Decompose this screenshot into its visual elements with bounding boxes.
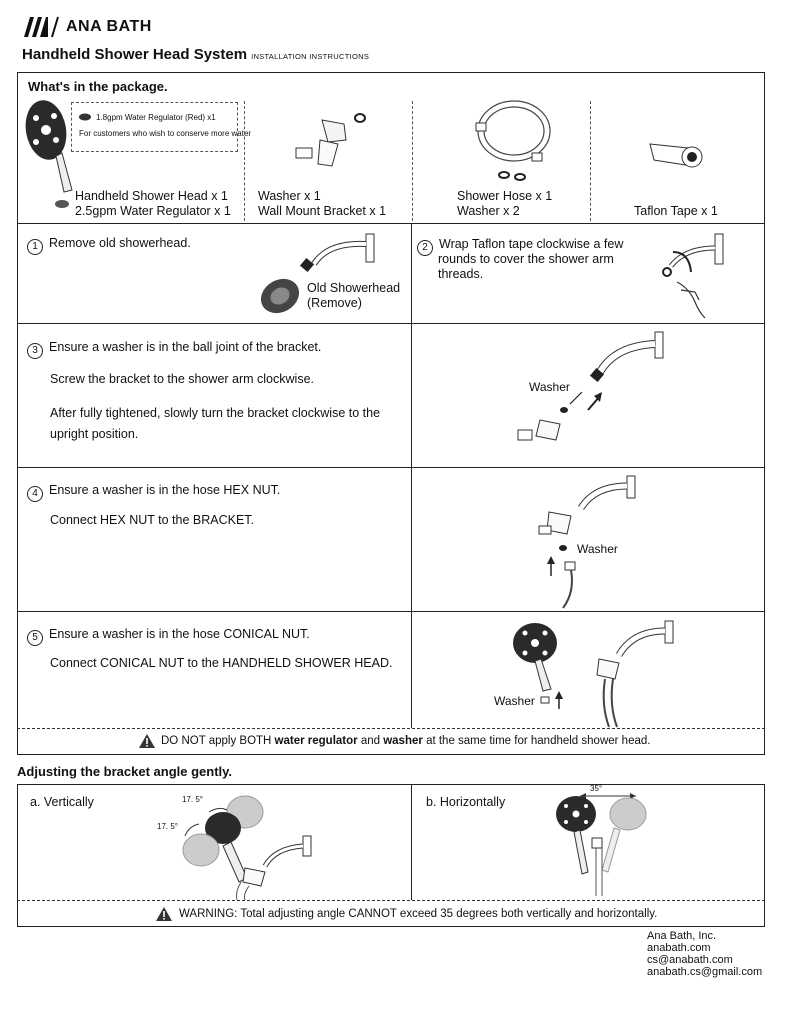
package-heading: What's in the package. bbox=[28, 79, 168, 94]
step-1-number: 1 bbox=[27, 239, 43, 255]
section-divider bbox=[17, 323, 765, 324]
package-item-4-line1: Taflon Tape x 1 bbox=[634, 204, 718, 219]
step-2-line-3: threads. bbox=[438, 267, 483, 282]
caution-mid: and bbox=[361, 735, 380, 747]
caution-bold-2: washer bbox=[383, 735, 423, 747]
showerhead-connect-icon bbox=[505, 615, 685, 727]
step-3-washer-label: Washer bbox=[529, 380, 570, 394]
step-3-line-3: After fully tightened, slowly turn the b… bbox=[50, 406, 380, 421]
step-3-text: 3 Ensure a washer is in the ball joint of… bbox=[27, 340, 321, 359]
package-item-2-line1: Washer x 1 bbox=[258, 189, 321, 204]
step-1-text: 1 Remove old showerhead. bbox=[27, 236, 191, 255]
package-divider bbox=[412, 101, 413, 221]
handheld-shower-head-icon bbox=[24, 98, 74, 218]
step-3-number: 3 bbox=[27, 343, 43, 359]
step-3-line-4: upright position. bbox=[50, 427, 138, 442]
taflon-tape-icon bbox=[648, 138, 708, 178]
package-item-1-line1: Handheld Shower Head x 1 bbox=[75, 189, 228, 204]
vertical-adjust-icon bbox=[175, 792, 325, 900]
section-divider bbox=[17, 223, 765, 224]
section-divider bbox=[17, 611, 765, 612]
title-subtitle: INSTALLATION INSTRUCTIONS bbox=[251, 52, 369, 61]
adjust-warning-text: WARNING: Total adjusting angle CANNOT ex… bbox=[179, 908, 657, 920]
package-item-3-line2: Washer x 2 bbox=[457, 204, 520, 219]
step-2-line-1: Wrap Taflon tape clockwise a few bbox=[439, 237, 623, 251]
email-link-1[interactable]: cs@anabath.com bbox=[647, 954, 762, 966]
step-4-line-2: Connect HEX NUT to the BRACKET. bbox=[50, 513, 254, 528]
column-divider bbox=[411, 223, 412, 728]
step-4-line-1: Ensure a washer is in the hose HEX NUT. bbox=[49, 483, 280, 497]
warning-icon bbox=[155, 906, 173, 922]
bracket-install-icon bbox=[510, 330, 670, 460]
step-1-instruction: Remove old showerhead. bbox=[49, 236, 191, 250]
website-link[interactable]: anabath.com bbox=[647, 942, 762, 954]
package-item-2-line2: Wall Mount Bracket x 1 bbox=[258, 204, 386, 219]
email-link-2[interactable]: anabath.cs@gmail.com bbox=[647, 966, 762, 978]
company-name: Ana Bath, Inc. bbox=[647, 930, 762, 942]
step-1-label-1: Old Showerhead bbox=[307, 281, 400, 296]
warning-icon bbox=[138, 733, 156, 749]
tape-wrapping-icon bbox=[655, 232, 730, 322]
step-3-line-2: Screw the bracket to the shower arm cloc… bbox=[50, 372, 314, 387]
caution-note: DO NOT apply BOTH water regulator and wa… bbox=[138, 733, 650, 749]
caution-bold-1: water regulator bbox=[275, 735, 358, 747]
step-5-washer-label: Washer bbox=[494, 694, 535, 708]
step-1-label-2: (Remove) bbox=[307, 296, 362, 311]
caution-post: at the same time for handheld shower hea… bbox=[426, 735, 650, 747]
step-4-text: 4 Ensure a washer is in the hose HEX NUT. bbox=[27, 483, 280, 502]
adjust-column-divider bbox=[411, 784, 412, 900]
wall-bracket-icon bbox=[292, 110, 372, 175]
step-5-text: 5 Ensure a washer is in the hose CONICAL … bbox=[27, 627, 310, 646]
contact-info: Ana Bath, Inc. anabath.com cs@anabath.co… bbox=[647, 930, 762, 978]
logo-mark-icon bbox=[22, 15, 62, 39]
section-divider bbox=[17, 467, 765, 468]
step-5-number: 5 bbox=[27, 630, 43, 646]
brand-logo: ANA BATH bbox=[22, 14, 152, 40]
step-5-line-2: Connect CONICAL NUT to the HANDHELD SHOW… bbox=[50, 656, 392, 671]
step-4-washer-label: Washer bbox=[577, 542, 618, 556]
adjust-heading: Adjusting the bracket angle gently. bbox=[17, 764, 232, 779]
step-5-line-1: Ensure a washer is in the hose CONICAL N… bbox=[49, 627, 310, 641]
step-4-number: 4 bbox=[27, 486, 43, 502]
caution-divider bbox=[17, 728, 765, 729]
adjust-horizontal-label: b. Horizontally bbox=[426, 795, 505, 810]
package-item-1-line2: 2.5gpm Water Regulator x 1 bbox=[75, 204, 231, 219]
title-text: Handheld Shower Head System bbox=[22, 46, 247, 63]
adjust-vertical-label: a. Vertically bbox=[30, 795, 94, 810]
page-title: Handheld Shower Head System INSTALLATION … bbox=[22, 46, 369, 63]
red-regulator-icon bbox=[78, 113, 92, 121]
shower-hose-icon bbox=[470, 95, 560, 185]
brand-name: ANA BATH bbox=[66, 18, 152, 36]
adjust-warning: WARNING: Total adjusting angle CANNOT ex… bbox=[155, 906, 657, 922]
package-item-3-line1: Shower Hose x 1 bbox=[457, 189, 552, 204]
horizontal-adjust-icon bbox=[550, 792, 670, 900]
step-2-line-2: rounds to cover the shower arm bbox=[438, 252, 614, 267]
regulator-note-1: 1.8gpm Water Regulator (Red) x1 bbox=[96, 113, 216, 122]
step-2-number: 2 bbox=[417, 240, 433, 256]
regulator-note-box bbox=[71, 102, 238, 152]
step-3-line-1: Ensure a washer is in the ball joint of … bbox=[49, 340, 321, 354]
regulator-note-2: For customers who wish to conserve more … bbox=[79, 129, 251, 138]
caution-pre: DO NOT apply BOTH bbox=[161, 735, 271, 747]
adjust-warning-divider bbox=[17, 900, 765, 901]
package-divider bbox=[244, 101, 245, 221]
package-divider bbox=[590, 101, 591, 221]
